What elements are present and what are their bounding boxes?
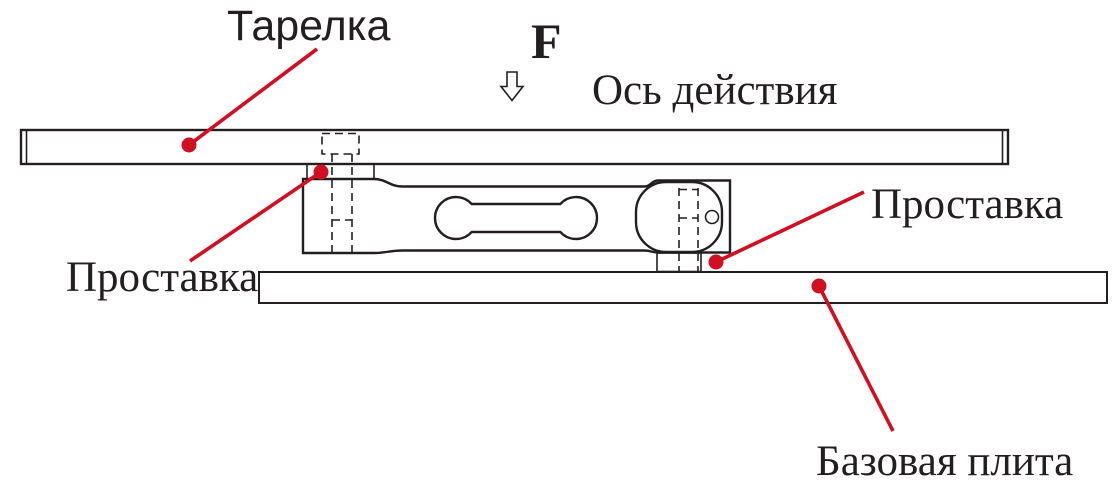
axis-of-action-label: Ось действия — [592, 67, 837, 114]
force-label: F — [531, 13, 562, 69]
right-bolt-hidden-lines — [678, 188, 699, 271]
oval-pocket-shape — [634, 180, 724, 254]
callout-dot-plate — [181, 137, 197, 153]
callout-dot-spacer-right — [708, 254, 724, 270]
base-plate-shape — [258, 271, 1108, 304]
load-cell-body — [301, 177, 732, 255]
callout-dot-spacer-left — [313, 164, 329, 180]
spacer-left-label: Проставка — [66, 254, 258, 301]
plate-label: Тарелка — [227, 2, 390, 50]
leader-plate — [181, 47, 319, 153]
left-bolt-hidden-lines — [321, 132, 360, 252]
leader-base-plate — [811, 278, 895, 432]
force-down-arrow-icon — [499, 71, 525, 102]
leader-spacer-right — [708, 190, 865, 270]
base-plate-label: Базовая плита — [816, 438, 1073, 485]
callout-dot-base-plate — [811, 278, 827, 294]
dumbbell-cutout — [433, 195, 599, 241]
spacer-right-label: Проставка — [871, 181, 1063, 228]
top-plate-shape — [19, 128, 1010, 166]
cable-hole — [704, 209, 720, 225]
leader-spacer-left — [188, 164, 329, 263]
